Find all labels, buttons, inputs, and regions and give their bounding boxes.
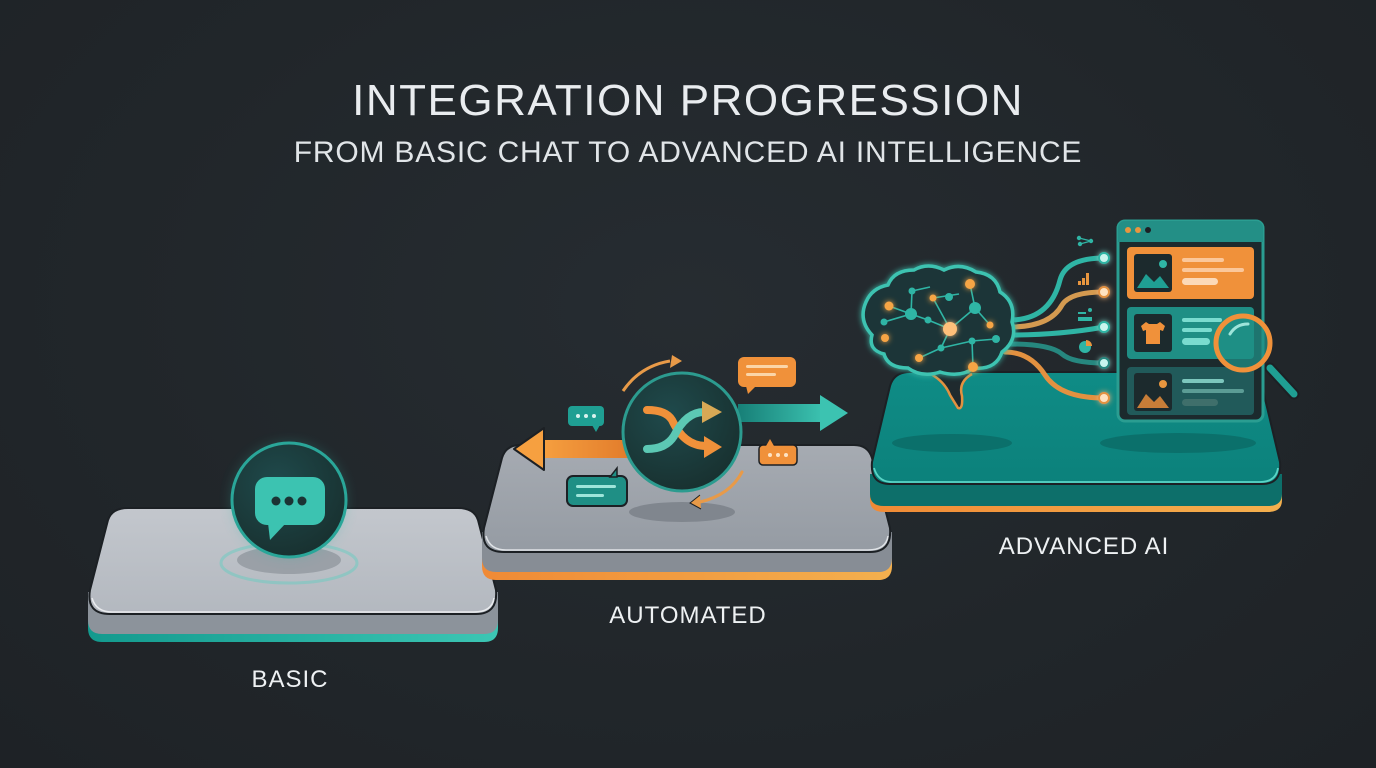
chat-bubble-small-teal-icon — [568, 406, 604, 432]
page-title: INTEGRATION PROGRESSION — [352, 76, 1024, 125]
brain-network-icon — [861, 264, 1016, 410]
left-arrow-icon — [513, 427, 630, 471]
stage-basic — [88, 441, 498, 642]
share-nodes-icon — [1076, 235, 1094, 247]
stage-label-advanced-ai: ADVANCED AI — [998, 533, 1170, 560]
data-connections — [1002, 255, 1107, 401]
right-arrow-icon — [738, 395, 848, 431]
chat-bubble-teal-icon — [566, 465, 628, 507]
stage-automated — [482, 355, 892, 580]
bar-chart-icon — [1078, 273, 1089, 285]
connection-nodes — [1098, 252, 1110, 404]
chat-bubble-icon — [230, 441, 348, 559]
chat-bubble-orange-icon — [738, 357, 796, 394]
product-listing-window-icon — [1116, 219, 1265, 423]
shuffle-arrows-icon — [621, 371, 743, 493]
magnifying-glass-icon — [1213, 313, 1300, 400]
stage-label-basic: BASIC — [251, 666, 329, 693]
page-subtitle: FROM BASIC CHAT TO ADVANCED AI INTELLIGE… — [293, 136, 1083, 169]
stage-advanced-ai — [861, 219, 1300, 512]
filter-list-icon — [1078, 308, 1092, 321]
chat-bubble-small-orange-icon — [758, 439, 798, 466]
pie-chart-icon — [1079, 340, 1092, 353]
stage-label-automated: AUTOMATED — [609, 602, 767, 629]
